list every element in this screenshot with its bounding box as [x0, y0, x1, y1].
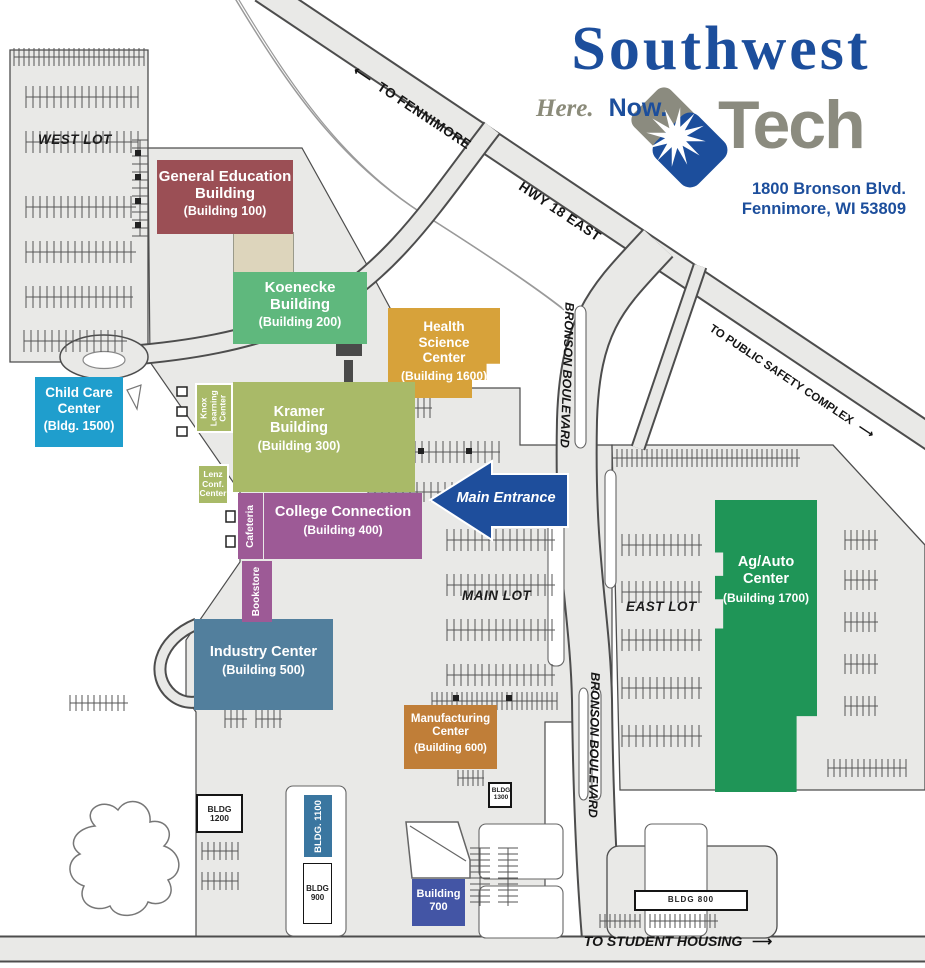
main-entrance-arrow-icon	[428, 459, 569, 542]
building-name: Industry Center	[209, 644, 318, 660]
building-number: (Building 600)	[414, 742, 487, 754]
logo-southwest: Southwest	[571, 15, 871, 83]
to-student-housing-label: TO STUDENT HOUSING ⟶	[583, 933, 773, 949]
building-1200: BLDG 1200	[196, 794, 243, 833]
building-name: BLDG 800	[667, 895, 715, 905]
building-child-care-center: Child Care Center (Bldg. 1500)	[35, 377, 123, 447]
building-college-connection: College Connection (Building 400)	[264, 493, 422, 559]
building-bookstore: Bookstore	[242, 561, 272, 622]
building-number: (Building 1600)	[400, 368, 487, 383]
building-name: Ag/Auto Center	[737, 554, 795, 587]
building-name: BLDG 1300	[491, 787, 511, 801]
building-900: BLDG 900	[303, 863, 332, 924]
building-kramer: Kramer Building (Building 300)	[233, 382, 415, 492]
building-koenecke: Koenecke Building (Building 200)	[233, 272, 367, 344]
building-name: BLDG 1200	[207, 803, 232, 823]
building-name: Manufacturing Center	[410, 713, 491, 738]
building-1300: BLDG 1300	[488, 782, 512, 808]
address-line-1: 1800 Bronson Blvd.	[751, 180, 906, 198]
address-line-2: Fennimore, WI 53809	[741, 200, 906, 219]
building-name: Bookstore	[251, 566, 263, 617]
building-name: Cafeteria	[245, 504, 256, 548]
building-number: (Building 1700)	[722, 591, 809, 605]
building-number: (Building 100)	[183, 204, 267, 218]
building-100-annex	[233, 232, 294, 274]
arrow-right-icon: ⟶	[752, 933, 773, 949]
building-name: BLDG. 1100	[312, 799, 324, 853]
building-name: Lenz Conf. Center	[199, 469, 227, 499]
building-number: (Building 500)	[222, 663, 305, 677]
building-name: Child Care Center	[45, 385, 113, 416]
building-name: Kramer Building	[270, 404, 328, 436]
building-manufacturing-center: Manufacturing Center (Building 600)	[404, 705, 497, 769]
logo-here: Here.	[536, 95, 594, 122]
building-knox-learning-center: Knox Learning Center	[195, 383, 233, 433]
building-name: Building 700	[416, 888, 461, 913]
building-number: (Bldg. 1500)	[43, 419, 115, 433]
logo-diamond-icon	[631, 87, 728, 188]
logo-address: 1800 Bronson Blvd. Fennimore, WI 53809	[700, 179, 906, 219]
building-800: BLDG 800	[634, 890, 748, 911]
building-700: Building 700	[412, 879, 465, 926]
building-name: Koenecke Building	[264, 279, 336, 313]
building-1100: BLDG. 1100	[304, 795, 332, 857]
east-lot-label: EAST LOT	[626, 599, 697, 614]
logo-now: Now.	[608, 94, 668, 122]
main-lot-label: MAIN LOT	[462, 588, 532, 603]
building-lenz-conf-center: Lenz Conf. Center	[197, 464, 229, 505]
main-entrance-label: Main Entrance	[456, 490, 556, 506]
west-lot-label: WEST LOT	[38, 132, 112, 147]
building-name: Health Science Center	[418, 319, 470, 365]
building-general-education: General Education Building (Building 100…	[157, 160, 293, 234]
building-name: College Connection	[274, 504, 412, 520]
building-number: (Building 200)	[258, 315, 342, 329]
building-number: (Building 300)	[257, 439, 341, 453]
logo-tagline: Here. Now.	[536, 94, 667, 123]
building-number: (Building 400)	[303, 523, 383, 537]
building-cafeteria: Cafeteria	[238, 493, 263, 559]
building-industry-center: Industry Center (Building 500)	[194, 619, 333, 710]
building-name: Knox Learning Center	[198, 390, 228, 426]
bronson-boulevard-lower-label: BRONSON BOULEVARD	[585, 672, 603, 818]
logo-tech: Tech	[718, 87, 866, 163]
building-name: BLDG 900	[306, 884, 329, 902]
building-name: General Education Building	[158, 168, 292, 202]
